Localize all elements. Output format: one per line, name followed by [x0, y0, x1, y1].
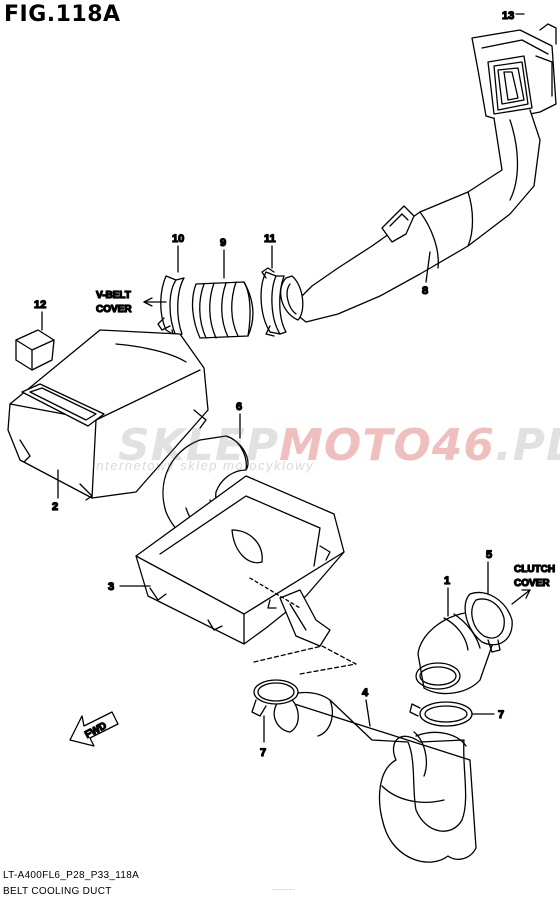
cover-box-2 — [7, 329, 209, 501]
clamp-5 — [464, 591, 513, 653]
watermark-logo: SKLEPMOTO46.PL — [118, 420, 560, 471]
callout-8: 8 — [422, 285, 428, 297]
vbelt-note-line1: V-BELT — [96, 290, 131, 301]
clutch-note-line1: CLUTCH — [514, 564, 555, 575]
watermark-part1: SKLEP — [118, 420, 280, 471]
figure-code: LT-A400FL6_P28_P33_118A — [3, 870, 140, 881]
clamp-11 — [260, 267, 287, 337]
leader-4 — [365, 699, 371, 727]
callout-11: 11 — [264, 233, 276, 245]
figure-title: FIG.118A — [4, 2, 121, 27]
callout-1: 1 — [444, 575, 450, 587]
clutch-arrowhead — [521, 589, 531, 599]
callout-7-left: 7 — [260, 747, 266, 759]
leader-8 — [425, 251, 431, 283]
vbelt-arrowhead — [143, 297, 153, 307]
relation-line — [253, 645, 357, 675]
long-duct-8 — [280, 109, 541, 323]
callout-10: 10 — [172, 233, 184, 245]
lower-duct-4 — [273, 691, 477, 863]
watermark-part2: MOTO46 — [279, 420, 495, 471]
duct-head-13 — [471, 23, 557, 121]
tiny-text: ................ — [272, 886, 295, 892]
callout-2: 2 — [52, 501, 58, 513]
clamp-7-right — [409, 701, 473, 727]
watermark-part3: .PL — [494, 420, 560, 471]
clamp-10 — [157, 275, 185, 339]
tray-housing-3 — [135, 475, 345, 647]
callout-4: 4 — [362, 687, 369, 699]
clutch-arrow — [511, 589, 531, 605]
callout-7-right: 7 — [498, 709, 504, 721]
fwd-arrow-icon — [69, 711, 119, 747]
hose-9 — [191, 281, 254, 339]
callout-13: 13 — [502, 10, 514, 22]
callout-9: 9 — [220, 237, 226, 249]
figure-subtitle: BELT COOLING DUCT — [3, 886, 112, 897]
clutch-note-line2: COVER — [514, 578, 550, 589]
callout-12: 12 — [34, 299, 46, 311]
callout-6: 6 — [236, 401, 242, 413]
clamp-7-left — [251, 679, 299, 717]
fwd-label: FWD — [83, 720, 108, 740]
vbelt-note-line2: COVER — [96, 304, 132, 315]
callout-5: 5 — [486, 549, 492, 561]
foam-block-12 — [15, 329, 55, 371]
callout-3: 3 — [108, 581, 114, 593]
watermark-tagline: internetowy sklep motocyklowy — [92, 458, 314, 473]
